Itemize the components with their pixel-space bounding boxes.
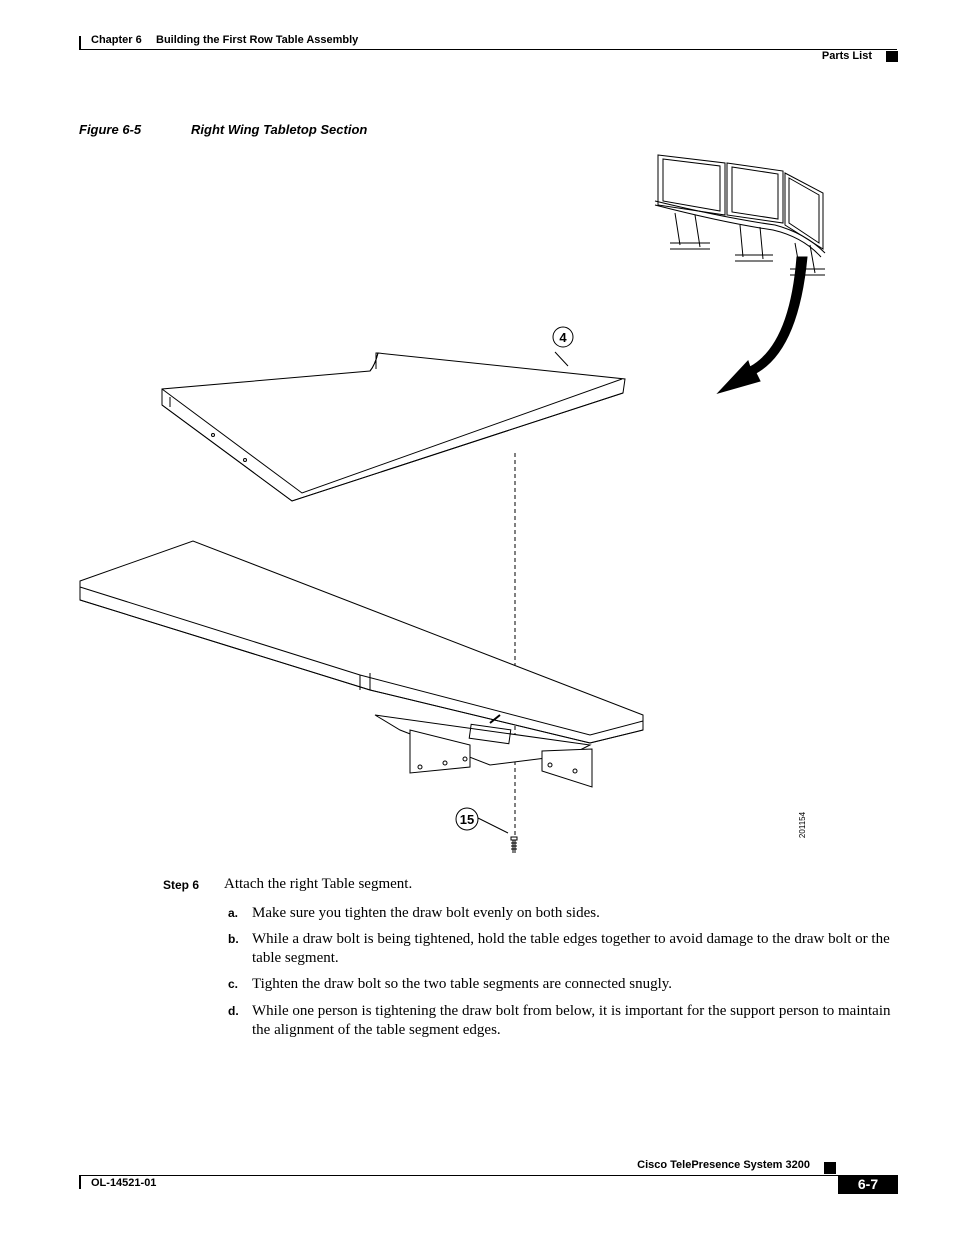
header-rule-left bbox=[79, 36, 81, 50]
substep-text: While a draw bolt is being tightened, ho… bbox=[252, 931, 890, 966]
substep-letter: a. bbox=[228, 906, 239, 920]
product-name: Cisco TelePresence System 3200 bbox=[637, 1159, 810, 1171]
figure-label: Figure 6-5 bbox=[79, 122, 142, 137]
footer-rule bbox=[79, 1175, 897, 1176]
screw-icon bbox=[510, 836, 518, 853]
substep-letter: d. bbox=[228, 1004, 239, 1018]
footer-rule-left bbox=[79, 1175, 81, 1189]
document-number: OL-14521-01 bbox=[91, 1177, 157, 1189]
direction-arrow bbox=[716, 256, 808, 394]
step-label: Step 6 bbox=[163, 878, 200, 892]
footer-marker bbox=[824, 1162, 836, 1174]
figure-title: Right Wing Tabletop Section bbox=[191, 122, 368, 137]
center-tabletop bbox=[79, 540, 644, 788]
substep-text: Make sure you tighten the draw bolt even… bbox=[252, 905, 600, 921]
callout-15: 15 bbox=[460, 812, 474, 827]
substep-letter: c. bbox=[228, 977, 239, 991]
substep-text: Tighten the draw bolt so the two table s… bbox=[252, 976, 673, 992]
art-number: 201154 bbox=[798, 811, 807, 838]
assembly-thumbnail bbox=[654, 154, 826, 276]
substep-text: While one person is tightening the draw … bbox=[252, 1003, 891, 1038]
header-marker bbox=[886, 51, 898, 62]
callout-4: 4 bbox=[559, 330, 567, 345]
substep-letter: b. bbox=[228, 932, 239, 946]
page-number: 6-7 bbox=[838, 1175, 898, 1194]
figure-illustration: 4 15 201154 bbox=[79, 154, 826, 853]
step-text: Attach the right Table segment. bbox=[224, 876, 413, 892]
header-rule bbox=[79, 49, 897, 50]
right-wing-tabletop bbox=[161, 352, 626, 502]
chapter-number: Chapter 6 bbox=[91, 34, 142, 46]
chapter-title: Building the First Row Table Assembly bbox=[156, 34, 359, 46]
section-title: Parts List bbox=[821, 50, 872, 62]
